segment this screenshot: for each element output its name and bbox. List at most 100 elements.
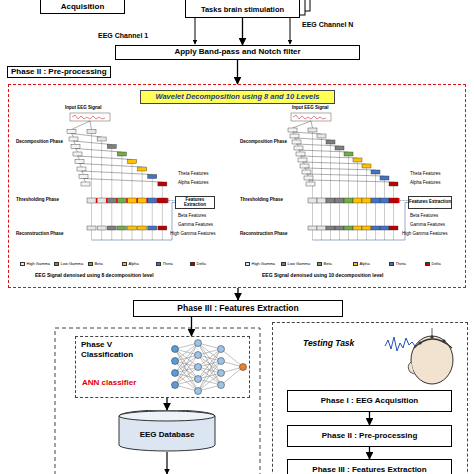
channel-line: [290, 18, 291, 44]
flow-arrow: [242, 18, 243, 45]
recon-coeff: [362, 226, 371, 230]
tree-branch: [312, 132, 313, 198]
tree-label: Beta Features: [178, 214, 206, 219]
recon-coeff: [87, 226, 96, 230]
tree-branch: [393, 186, 394, 198]
eeg-wave: [385, 337, 415, 351]
tree-branch: [121, 203, 122, 226]
tree-branch: [111, 230, 112, 240]
legend-text: Low Gamma: [61, 262, 84, 266]
down-arrow: [166, 452, 167, 474]
ann-link: [221, 367, 243, 385]
recon-coeff: [353, 226, 362, 230]
legend-swatch: [281, 262, 286, 266]
detail-coeff: [158, 182, 167, 186]
ann-link: [198, 343, 221, 373]
tree-branch: [312, 230, 313, 240]
tree-branch: [91, 203, 92, 226]
approx-coeff: [292, 140, 301, 144]
ann-link: [221, 349, 243, 367]
tree-branch: [330, 203, 331, 226]
tree-label: Alpha Features: [410, 181, 441, 186]
electrode: [418, 341, 421, 344]
tree-branch: [91, 134, 92, 199]
tree-label: EEG Signal denoised using 10 decompositi…: [262, 273, 383, 278]
tree-branch: [293, 132, 322, 134]
wavelet-tree: [288, 113, 408, 240]
tree-label: Thresholding Phase: [240, 198, 283, 203]
legend-swatch: [20, 262, 25, 266]
ann-neuron: [195, 364, 202, 371]
node-title: Phase II : Pre-processing: [7, 66, 111, 78]
database-cylinder: EEG Database: [118, 410, 216, 452]
cylinder-top: [119, 411, 215, 421]
ann-neuron: [195, 352, 202, 359]
channel-line: [195, 18, 196, 44]
process-box: Apply Band-pass and Notch filter: [115, 45, 360, 60]
node-title: Phase I : EEG Acquisition: [321, 397, 419, 405]
flow-arrow: [191, 317, 192, 336]
tree-label: Reconstruction Phase: [16, 232, 64, 237]
tree-branch: [72, 134, 74, 138]
tree-branch: [312, 203, 313, 226]
legend-swatch: [156, 262, 161, 266]
approx-coeff: [77, 167, 86, 171]
recon-coeff: [158, 226, 167, 230]
threshold-coeff: [371, 198, 380, 203]
input-signal-box: [70, 113, 110, 121]
legend-swatch: [389, 262, 394, 266]
ann-neuron: [172, 346, 179, 353]
ann-neuron: [218, 358, 225, 365]
tree-branch: [72, 121, 91, 130]
tree-branch: [321, 230, 322, 240]
threshold-coeff: [97, 198, 106, 203]
tree-branch: [330, 144, 331, 198]
tree-branch: [384, 180, 385, 198]
recon-coeff: [138, 226, 147, 230]
node-title: Features Extraction: [409, 200, 451, 205]
recon-coeff: [117, 226, 126, 230]
tree-label: Thresholding Phase: [16, 198, 59, 203]
tree-branch: [357, 203, 358, 226]
ann-neuron: [195, 340, 202, 347]
ann-link: [175, 343, 198, 373]
tree-branch: [162, 203, 163, 226]
threshold-coeff: [107, 198, 116, 203]
tree-branch: [132, 203, 133, 226]
detail-coeff: [317, 134, 326, 138]
tree-branch: [162, 230, 163, 240]
detail-coeff: [128, 160, 137, 164]
legend-item: High Gamma: [20, 262, 50, 266]
tree-label: Input EEG Signal: [65, 106, 102, 111]
legend-swatch: [353, 262, 358, 266]
threshold-coeff: [380, 198, 389, 203]
tree-label: Input EEG Signal: [292, 106, 329, 111]
flow-arrow: [237, 60, 238, 84]
recon-coeff: [344, 226, 353, 230]
tree-branch: [299, 150, 301, 152]
tree-branch: [142, 230, 143, 240]
tree-branch: [142, 171, 143, 198]
tree-branch: [84, 179, 86, 183]
tree-branch: [121, 156, 122, 198]
tree-branch: [303, 162, 367, 164]
legend-item: High Gamma: [245, 262, 275, 266]
classification-box: Phase VClassificationANN classifier: [75, 336, 250, 398]
approx-coeff: [81, 182, 90, 186]
tree-branch: [339, 230, 340, 240]
legend-text: Beta: [324, 262, 332, 266]
threshold-coeff: [353, 198, 362, 203]
tree-branch: [80, 164, 143, 168]
tree-branch: [111, 149, 112, 199]
head-illustration: [385, 328, 453, 384]
detail-coeff: [380, 176, 389, 180]
approx-coeff: [296, 152, 305, 156]
tree-branch: [72, 134, 102, 138]
threshold-coeff: [308, 198, 317, 203]
approx-coeff: [67, 130, 76, 134]
legend-item: Theta: [389, 262, 406, 266]
node-title: Features Extraction: [176, 198, 214, 207]
tree-branch: [121, 230, 122, 240]
ann-link: [175, 361, 198, 391]
recon-coeff: [97, 226, 106, 230]
